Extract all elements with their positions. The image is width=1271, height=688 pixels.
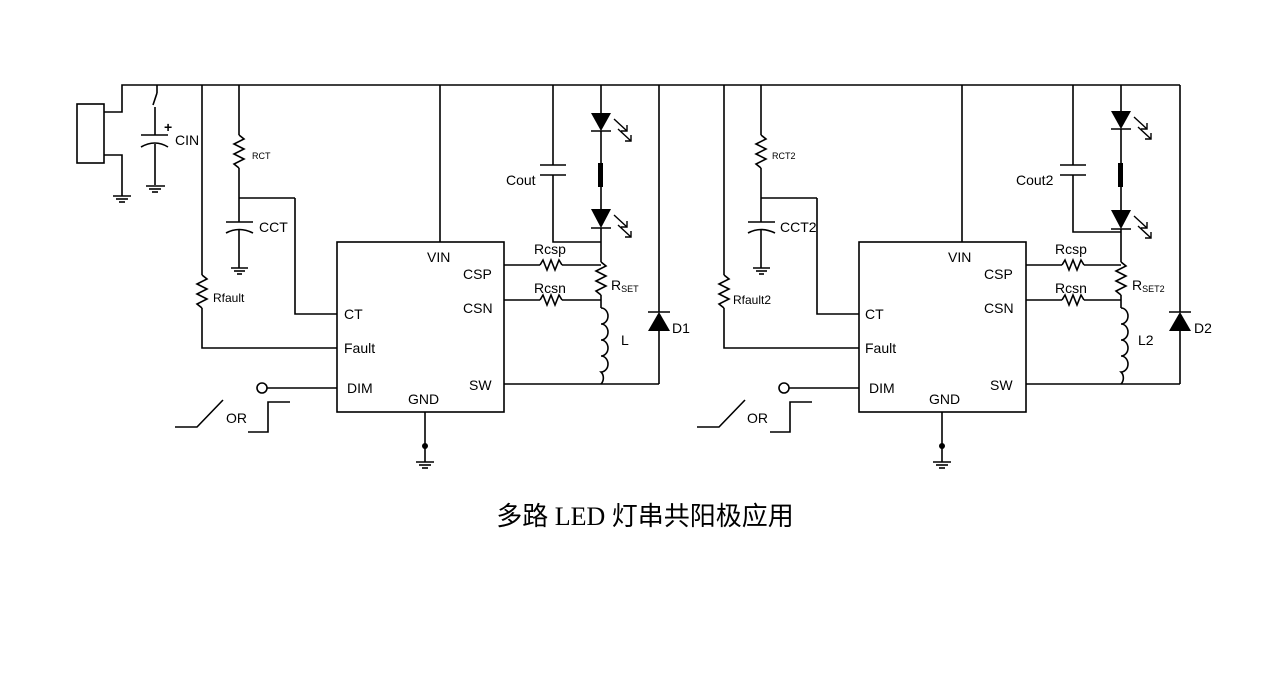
- pin2-sw: SW: [990, 377, 1013, 393]
- led-1b: [591, 209, 611, 228]
- rcsp-label: Rcsp: [534, 241, 566, 257]
- rset2-label: RSET2: [1132, 277, 1165, 294]
- vin-rail: [104, 84, 1180, 113]
- cct-plate-bottom: [225, 228, 254, 234]
- diode-label: D1: [672, 320, 690, 336]
- gnd2-junction-dot: [939, 443, 945, 449]
- rcsp2-resistor: [1061, 257, 1085, 273]
- led-string2-break: [1118, 163, 1123, 187]
- pin2-dim: DIM: [869, 380, 895, 396]
- pin-ct: CT: [344, 306, 363, 322]
- figure-caption: 多路 LED 灯串共阳极应用: [496, 502, 794, 531]
- cout-label: Cout: [506, 172, 536, 188]
- cct2-label: CCT2: [780, 219, 817, 235]
- cct-label: CCT: [259, 219, 288, 235]
- diode2-label: D2: [1194, 320, 1212, 336]
- led-light-arrows: [613, 118, 632, 238]
- pin2-csn: CSN: [984, 300, 1014, 316]
- led-string-break: [598, 163, 603, 187]
- rct-resistor: [232, 134, 246, 169]
- cin-label: CIN: [175, 132, 199, 148]
- input-switch: [152, 92, 158, 106]
- pin-vin: VIN: [427, 249, 450, 265]
- dim2-switch: [697, 399, 746, 428]
- rfault2-label: Rfault2: [733, 293, 771, 307]
- cin-plate-bottom: [140, 142, 169, 148]
- pin-sw: SW: [469, 377, 492, 393]
- dim-terminal: [256, 382, 268, 394]
- dim-switch: [175, 399, 224, 428]
- pin2-fault: Fault: [865, 340, 896, 356]
- pin-dim: DIM: [347, 380, 373, 396]
- rct2-resistor: [754, 134, 768, 169]
- inductor-l2: [1119, 307, 1129, 385]
- rset2-resistor: [1114, 261, 1128, 296]
- input-connector: [76, 103, 105, 164]
- rcsp-resistor: [539, 257, 563, 273]
- dim2-terminal: [778, 382, 790, 394]
- diode-d2: [1169, 312, 1191, 331]
- pin-csn: CSN: [463, 300, 493, 316]
- pin-csp: CSP: [463, 266, 492, 282]
- pin2-ct: CT: [865, 306, 884, 322]
- led-2a: [1111, 111, 1131, 129]
- gnd-junction-dot: [422, 443, 428, 449]
- cct2-plate-bottom: [747, 228, 776, 234]
- ground-symbol: [113, 195, 131, 203]
- inductor-label: L: [621, 332, 629, 348]
- rcsn-resistor: [539, 292, 563, 308]
- pin2-csp: CSP: [984, 266, 1013, 282]
- pwm2-pulse: [770, 401, 812, 433]
- ground-symbol: [146, 185, 165, 193]
- input-section: [76, 84, 1180, 203]
- rfault-label: Rfault: [213, 291, 245, 305]
- led-1a: [591, 113, 611, 131]
- rcsp2-label: Rcsp: [1055, 241, 1087, 257]
- diode-d1: [648, 312, 670, 331]
- pin2-vin: VIN: [948, 249, 971, 265]
- rfault2-resistor: [717, 274, 731, 309]
- pin2-gnd: GND: [929, 391, 960, 407]
- rset-resistor: [594, 261, 608, 296]
- rcsn2-resistor: [1061, 292, 1085, 308]
- pwm-pulse: [248, 401, 290, 433]
- rct-label: RCT: [252, 151, 271, 161]
- chip-1: [336, 241, 505, 413]
- pin-fault: Fault: [344, 340, 375, 356]
- led-2b: [1111, 210, 1131, 229]
- inductor2-label: L2: [1138, 332, 1154, 348]
- pin-gnd: GND: [408, 391, 439, 407]
- or2-label: OR: [747, 410, 768, 426]
- connector-ground-wire: [104, 154, 123, 196]
- cout2-label: Cout2: [1016, 172, 1054, 188]
- rfault-resistor: [195, 274, 209, 309]
- rcsn2-label: Rcsn: [1055, 280, 1087, 296]
- rset-label: RSET: [611, 277, 639, 294]
- rcsn-label: Rcsn: [534, 280, 566, 296]
- inductor-l: [599, 307, 609, 385]
- circuit-2: RCT2 CCT2 Rfault2 Cout2 Rcsp Rcsn RSET2 …: [697, 85, 1212, 469]
- rct2-label: RCT2: [772, 151, 796, 161]
- circuit-1: RCT CCT Rfault Cout Rcsp Rcsn RSET L D1 …: [175, 85, 690, 469]
- cin-plus-sign: +: [164, 119, 172, 135]
- or-label: OR: [226, 410, 247, 426]
- led2-light-arrows: [1133, 116, 1152, 239]
